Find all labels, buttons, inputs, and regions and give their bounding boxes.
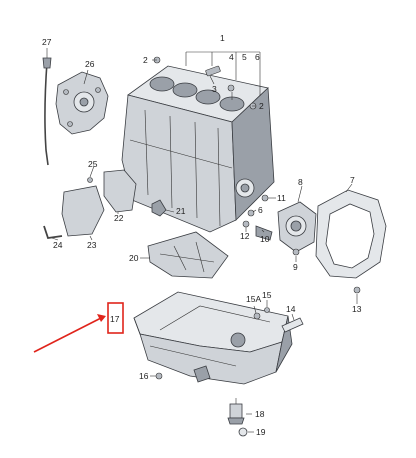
callout-19: 19 [256,427,266,437]
drain-plug [227,398,245,425]
callout-22: 22 [114,213,124,223]
bolt-3 [205,65,221,77]
callout-13: 13 [352,304,362,314]
oil-pump-cover [55,71,109,135]
callout-26: 26 [85,59,95,69]
callout-18: 18 [255,409,265,419]
bolt-9 [292,248,300,256]
bolt-25 [87,177,93,183]
callout-6b: 6 [258,205,263,215]
callout-1: 1 [220,33,225,43]
bolt-15 [264,307,270,313]
bracket-22 [103,169,137,213]
callout-11: 11 [277,193,286,203]
callout-5: 5 [242,52,247,62]
bolt-6b [247,209,255,217]
callout-9: 9 [293,262,298,272]
bolt-13 [353,286,361,294]
callout-2a: 2 [143,55,148,65]
rear-seal-flange [277,201,317,253]
callout-12: 12 [240,231,250,241]
callout-23: 23 [87,240,97,250]
callout-16: 16 [139,371,149,381]
callout-21: 21 [176,206,186,216]
highlight-box [107,302,124,334]
sealant-14 [281,317,304,333]
callout-27: 27 [42,37,52,47]
pipe-24 [43,225,63,239]
highlight-arrow [33,317,102,353]
bracket-10 [255,225,273,241]
callout-14: 14 [286,304,296,314]
dowel-4 [227,84,235,92]
callout-4: 4 [229,52,234,62]
callout-17: 17 [110,314,120,324]
callout-2b: 2 [259,101,264,111]
callout-10: 10 [260,234,270,244]
callout-3: 3 [212,84,217,94]
bolt-15a [253,312,261,320]
gasket [315,189,387,279]
nozzle-21 [151,199,167,217]
bracket-23 [61,185,105,237]
oil-pan [133,291,293,385]
bolt-12 [242,220,250,228]
callout-20: 20 [129,253,139,263]
callout-7: 7 [350,175,355,185]
dipstick [42,52,52,166]
callout-25: 25 [88,159,98,169]
washer-19 [238,427,248,437]
callout-8: 8 [298,177,303,187]
callout-24: 24 [53,240,63,250]
highlight-arrowhead [97,314,106,322]
callout-15a: 15A [246,294,261,304]
callout-6a: 6 [255,52,260,62]
oil-baffle [147,231,229,279]
bolt-16 [155,372,163,380]
bolt-11 [261,194,269,202]
callout-15: 15 [262,290,272,300]
cylinder-block [121,65,275,233]
